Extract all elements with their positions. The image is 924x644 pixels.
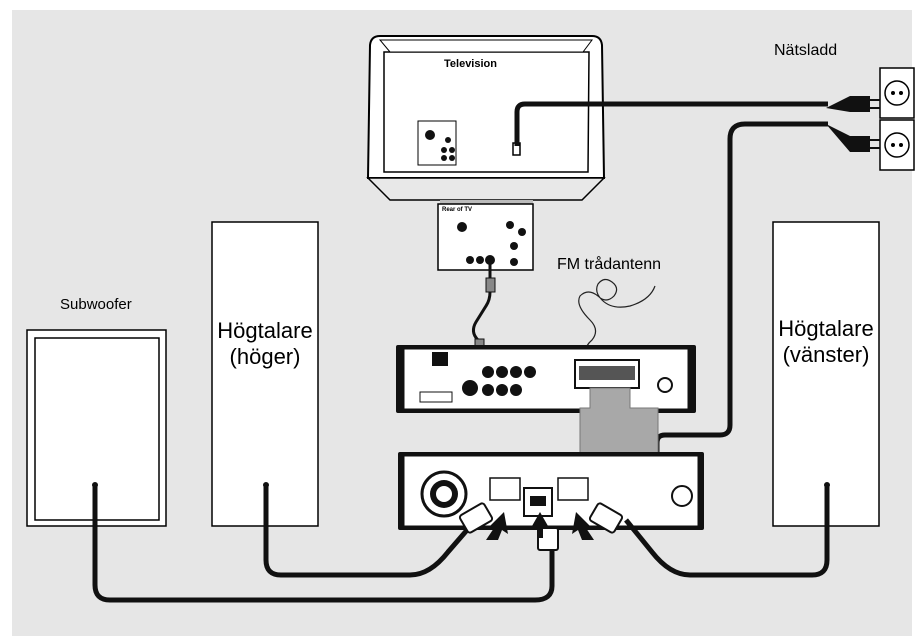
main-unit <box>396 345 696 413</box>
rear-of-tv-label: Rear of TV <box>442 207 473 213</box>
power-plugs <box>826 96 880 152</box>
fm-antenna-wire <box>578 278 656 364</box>
power-cables <box>514 101 828 456</box>
rear-of-tv-panel <box>437 200 534 271</box>
television <box>366 35 606 201</box>
television-label: Television <box>444 58 497 70</box>
amplifier-unit <box>398 452 704 530</box>
speaker-left-label: Högtalare (vänster) <box>778 316 874 367</box>
video-cable <box>471 262 492 353</box>
subwoofer-label: Subwoofer <box>60 296 132 313</box>
power-cord-label: Nätsladd <box>774 42 838 59</box>
fm-antenna-label: FM trådantenn <box>557 256 662 273</box>
speaker-right-label: Högtalare (höger) <box>217 318 313 369</box>
speaker-cables <box>92 485 830 603</box>
wall-outlets <box>879 67 915 171</box>
insert-arrows <box>486 512 594 540</box>
